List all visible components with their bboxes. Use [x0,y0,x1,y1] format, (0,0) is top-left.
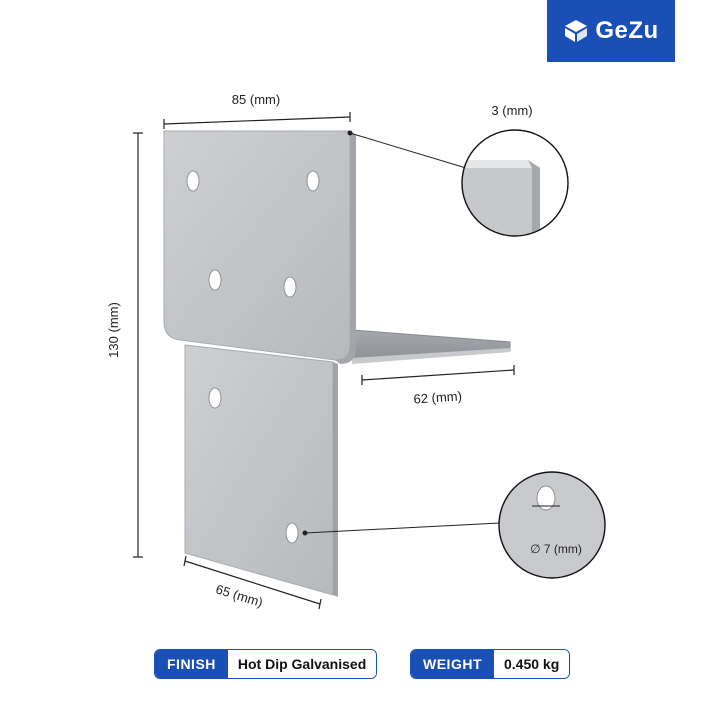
hole [208,269,222,291]
label-flange: 62 (mm) [413,388,462,406]
label-top-width: 85 (mm) [232,92,280,107]
zoom-hole [498,471,606,579]
hole [186,170,200,192]
dim-line-bottom-width [184,560,321,605]
callout-line-hole [304,522,501,534]
flange-edge [352,348,510,364]
weight-badge: WEIGHT 0.450 kg [410,649,571,679]
lower-plate-edge [333,362,338,597]
label-hole-diameter: ∅ 7 (mm) [530,542,582,556]
upper-plate-thickness [335,131,356,364]
label-thickness: 3 (mm) [491,103,532,118]
brand-name: GeZu [595,17,659,44]
hole [285,522,299,544]
finish-badge: FINISH Hot Dip Galvanised [154,649,378,679]
dim-line-top-width [163,116,351,125]
finish-label: FINISH [155,650,228,678]
callout-line-thickness [349,132,467,169]
zoom-thickness [461,129,569,237]
upper-plate [163,130,351,361]
label-bottom-width: 65 (mm) [214,581,265,609]
weight-value: 0.450 kg [494,650,570,678]
lower-plate [184,344,334,596]
hole [208,387,222,409]
hole [283,276,297,298]
weight-label: WEIGHT [411,650,494,678]
dim-line-flange [361,369,515,381]
finish-value: Hot Dip Galvanised [227,650,377,678]
label-height: 130 (mm) [106,302,121,358]
cube-logo-icon [565,20,588,42]
hole [306,170,320,192]
brand-logo: GeZu [547,0,675,62]
